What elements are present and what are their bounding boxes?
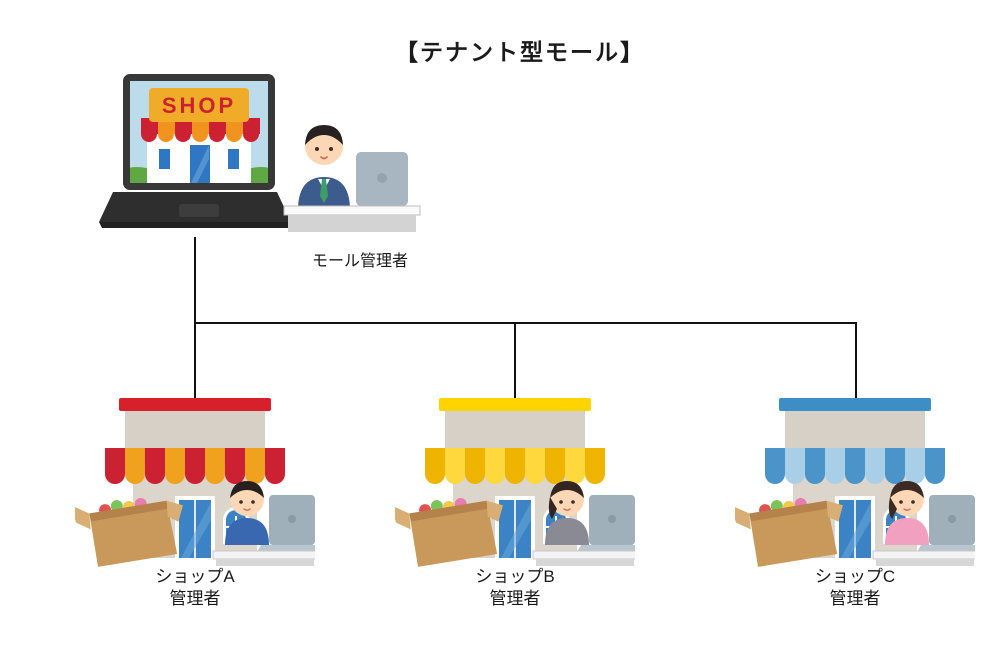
goods-box-icon (75, 497, 183, 567)
laptop-icon (577, 495, 635, 552)
shop-name: ショップC (814, 567, 896, 586)
shop-sign-text: SHOP (162, 93, 236, 118)
desk (872, 550, 975, 566)
shop-role: 管理者 (829, 589, 881, 608)
awning (425, 448, 605, 484)
mall-admin-label: モール管理者 (311, 253, 408, 270)
storefront-illustration (735, 398, 975, 567)
door (175, 496, 215, 558)
mall-laptop-illustration: SHOP (99, 74, 291, 228)
person-icon (298, 125, 350, 208)
diagram-title: 【テナント型モール】 (395, 39, 645, 65)
goods-box-icon (735, 497, 843, 567)
shop-a-label: ショップA 管理者 (75, 566, 315, 610)
connector-vertical-main (194, 237, 196, 403)
connector-horizontal (194, 322, 857, 324)
shop-b-group: ショップB 管理者 (395, 398, 635, 612)
awning (765, 448, 945, 484)
shop-c-label: ショップC 管理者 (735, 566, 975, 610)
desk (283, 205, 421, 232)
shop-role: 管理者 (489, 589, 541, 608)
online-shop-graphic: SHOP (130, 88, 268, 183)
desk (532, 550, 635, 566)
shop-name: ショップA (155, 567, 235, 586)
shop-c-group: ショップC 管理者 (735, 398, 975, 612)
storefront-illustration (395, 398, 635, 567)
shop-sign (149, 88, 249, 122)
desk (212, 550, 315, 566)
tie (320, 179, 328, 203)
shop-admin-icon (532, 481, 635, 566)
shop-admin-icon (872, 481, 975, 566)
goods-box-icon (395, 497, 503, 567)
storefront-illustration (75, 398, 315, 567)
shop-admin-icon (212, 481, 315, 566)
connector-vertical-shop-b (514, 322, 516, 402)
laptop-icon (257, 495, 315, 552)
awning (105, 448, 285, 484)
mall-admin-illustration (283, 125, 421, 232)
connector-vertical-shop-c (855, 322, 857, 402)
laptop-icon (344, 152, 418, 213)
shop-b-label: ショップB 管理者 (395, 566, 635, 610)
shop-role: 管理者 (169, 589, 221, 608)
shop-name: ショップB (475, 567, 555, 586)
door (835, 496, 875, 558)
laptop-icon (917, 495, 975, 552)
shop-a-group: ショップA 管理者 (75, 398, 315, 612)
